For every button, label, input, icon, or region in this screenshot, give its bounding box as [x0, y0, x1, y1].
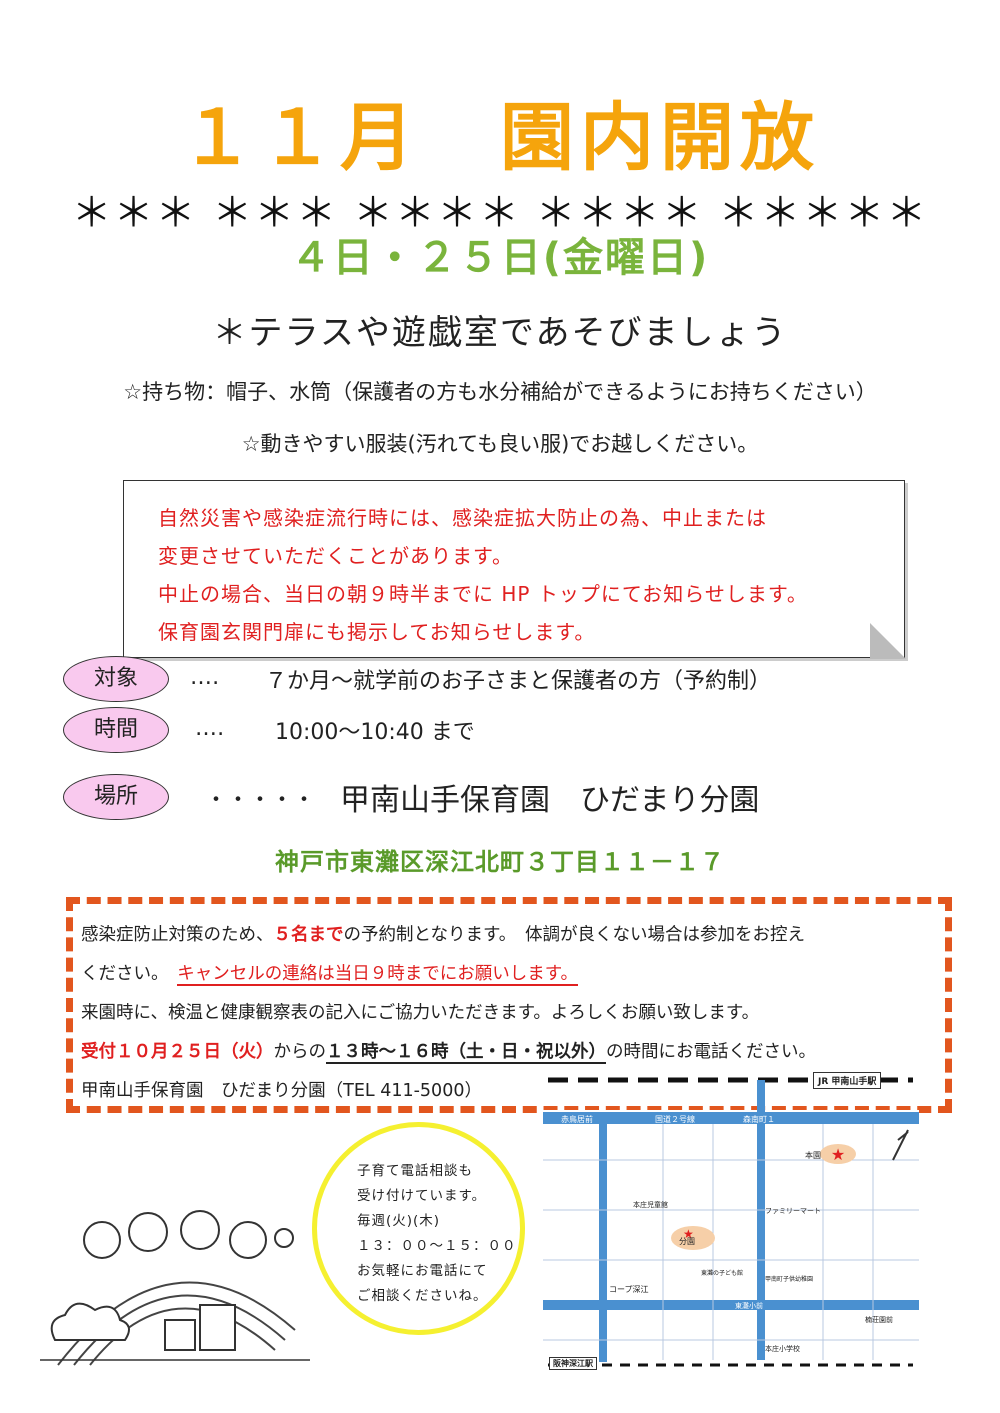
notice-line: 保育園玄関門扉にも掲示してお知らせします。: [158, 620, 596, 644]
reception-date: 受付１０月２５日（火）: [81, 1042, 274, 1062]
event-dates: ４日・２５日(金曜日): [290, 235, 710, 281]
place-text: 甲南山手保育園 ひだまり分園: [340, 783, 760, 818]
consult-line: 子育て電話相談も: [357, 1163, 473, 1179]
route2-label: 国道２号線: [655, 1115, 695, 1124]
morimi-label: 森南町１: [743, 1115, 775, 1124]
place-dots: ・・・・・: [205, 788, 316, 813]
box-text: の時間にお電話ください。: [606, 1042, 816, 1062]
star-divider: ＊＊＊ ＊＊＊ ＊＊＊＊ ＊＊＊＊ ＊＊＊＊＊: [71, 190, 929, 236]
cancel-deadline: キャンセルの連絡は当日９時までにお願いします。: [177, 964, 578, 986]
honjo-label: 本庄児童館: [633, 1201, 668, 1209]
hanshin-station-label: 阪神深江駅: [549, 1357, 597, 1370]
box-text: ください。: [81, 964, 178, 984]
target-label: 対象: [63, 656, 169, 702]
higashinada-label: 東灘小前: [735, 1302, 763, 1310]
kindergarten1-label: 東灘の子ども館: [701, 1270, 744, 1277]
elementary-label: 本庄小学校: [765, 1345, 800, 1353]
reservation-box: 感染症防止対策のため、５名までの予約制となります。 体調が良くない場合は参加をお…: [66, 897, 952, 1113]
box-text: からの: [273, 1042, 327, 1062]
address: 神戸市東灘区深江北町３丁目１１－１７: [275, 848, 725, 876]
box-line-1: 感染症防止対策のため、５名までの予約制となります。 体調が良くない場合は参加をお…: [81, 916, 816, 955]
ikeda-label: 楠荘園前: [865, 1316, 893, 1324]
familymart-label: ファミリーマート: [765, 1207, 821, 1215]
page-curl-decoration: [870, 623, 906, 659]
time-text: 10:00～10:40 まで: [275, 720, 475, 745]
consult-line: ご相談くださいね。: [357, 1288, 488, 1304]
children-rainbow-illustration: [40, 1210, 310, 1366]
items-to-bring: ☆持ち物：帽子、水筒（保護者の方も水分補給ができるようにお持ちください）: [123, 380, 877, 404]
notice-line: 自然災害や感染症流行時には、感染症拡大防止の為、中止または: [158, 506, 767, 530]
place-label: 場所: [63, 774, 169, 820]
consult-line: お気軽にお電話にて: [357, 1263, 488, 1279]
consult-line: 毎週(火)(木): [357, 1213, 441, 1229]
page-title: １１月 園内開放: [180, 95, 820, 181]
svg-text:★: ★: [683, 1227, 694, 1241]
coop-label: コープ深江: [609, 1285, 649, 1294]
time-label: 時間: [63, 707, 169, 753]
jr-station-label: JR 甲南山手駅: [813, 1072, 882, 1089]
box-text: 感染症防止対策のため、: [81, 925, 274, 945]
svg-text:★: ★: [831, 1145, 845, 1164]
box-text: の予約制となります。 体調が良くない場合は参加をお控え: [343, 925, 805, 945]
box-line-2: ください。 キャンセルの連絡は当日９時までにお願いします。: [81, 955, 816, 994]
activity-text: ＊テラスや遊戯室であそびましょう: [212, 313, 788, 353]
kindergarten2-label: 甲南町子供幼稚園: [765, 1276, 814, 1283]
target-dots: ‥‥: [190, 665, 220, 690]
akatsuka-label: 赤鳥居前: [561, 1115, 593, 1124]
notice-line: 変更させていただくことがあります。: [158, 544, 513, 568]
notice-line: 中止の場合、当日の朝９時半までに HP トップにてお知らせします。: [158, 582, 808, 606]
honen-label: 本園: [805, 1151, 821, 1160]
capacity-highlight: ５名まで: [273, 925, 344, 945]
time-dots: ‥‥: [195, 716, 225, 741]
access-map: ★ ★ JR 甲南山手駅 国道２号線 赤鳥居前 森南町１ 本園 分園 ファミリー…: [543, 1070, 919, 1370]
map-drawing: ★ ★: [543, 1077, 919, 1367]
reception-hours: １３時～１６時（土・日・祝以外）: [326, 1042, 606, 1064]
clothing-note: ☆動きやすい服装(汚れても良い服)でお越しください。: [241, 432, 759, 456]
cancellation-notice: 自然災害や感染症流行時には、感染症拡大防止の為、中止または 変更させていただくこ…: [123, 480, 906, 659]
box-line-5: 甲南山手保育園 ひだまり分園（TEL 411-5000）: [81, 1081, 482, 1101]
consult-line: 受け付けています。: [357, 1188, 487, 1204]
box-line-4: 受付１０月２５日（火）からの１３時～１６時（土・日・祝以外）の時間にお電話くださ…: [81, 1033, 816, 1072]
target-text: ７か月～就学前のお子さまと保護者の方（予約制）: [265, 669, 772, 694]
box-line-3: 来園時に、検温と健康観察表の記入にご協力いただきます。よろしくお願い致します。: [81, 1003, 760, 1023]
phone-consult-circle: 子育て電話相談も 受け付けています。 毎週(火)(木) １３：００～１５：００ …: [312, 1122, 525, 1335]
bunen-label: 分園: [679, 1237, 695, 1246]
consult-line: １３：００～１５：００: [357, 1238, 517, 1254]
